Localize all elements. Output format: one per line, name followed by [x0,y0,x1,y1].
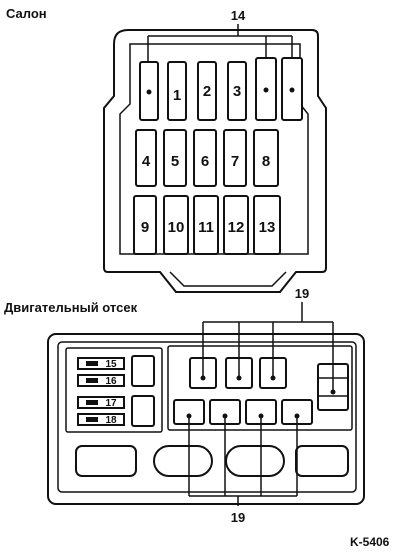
fuse-label: 1 [173,87,181,104]
callout-14-leaders [147,24,293,62]
callout-19-top: 19 [295,286,309,301]
callout-19-top-leaders [202,302,334,392]
callout-19-bottom: 19 [231,510,245,525]
callout-19-bottom-leaders [188,416,298,506]
salon-fuse-row-2 [135,129,279,187]
engine-relays-bottom [173,399,313,425]
fuse-label: 4 [142,153,151,170]
fuse-label: 17 [105,398,117,409]
fuse-label: 11 [198,219,214,236]
salon-label: Салон [6,6,47,21]
callout-14: 14 [231,8,246,23]
fuse-label: 2 [203,83,211,100]
fuse-label: 9 [141,219,149,236]
fuse-label: 10 [168,219,185,236]
fuse-label: 18 [105,415,117,426]
fuse-center-dots [86,361,98,422]
engine-fuses-left [77,355,155,427]
fuse-label: 3 [233,83,241,100]
salon-fuse-row-3 [133,195,281,255]
figure-code: K-5406 [350,535,390,549]
engine-connectors [75,445,349,477]
fuse-label: 16 [105,376,117,387]
fuse-label: 12 [228,219,245,236]
fuse-label: 6 [201,153,209,170]
fuse-label: 7 [231,153,239,170]
engine-bay-label: Двигательный отсек [4,300,138,315]
fuse-label: 15 [105,359,117,370]
fuse-label: 8 [262,153,270,170]
fuse-label: 5 [171,153,179,170]
fuse-label: 13 [259,219,276,236]
salon-fuse-row-1 [139,57,303,121]
salon-spare-dots [146,87,295,95]
engine-fuse-box [47,333,365,505]
